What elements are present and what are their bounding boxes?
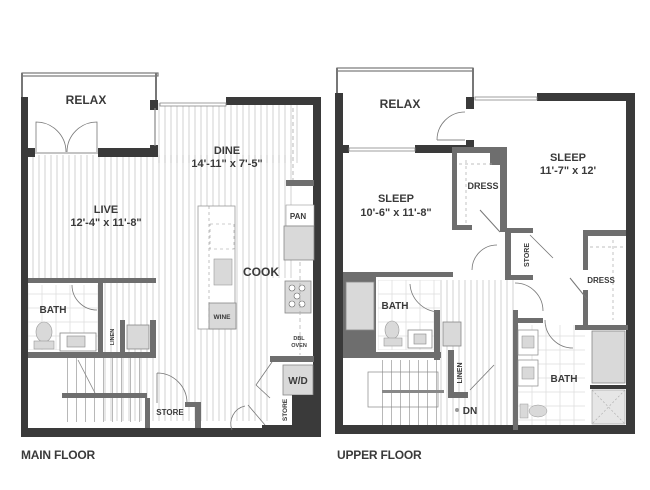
main-wine-label: WINE — [214, 314, 232, 321]
main-store-label: STORE — [156, 408, 184, 417]
main-bath-label: BATH — [39, 305, 66, 316]
main-dbl-oven-label-1: DBL — [293, 336, 305, 342]
upper-dress2-label: DRESS — [587, 276, 615, 285]
main-pantry-label: PAN — [290, 212, 307, 221]
upper-store-label: STORE — [524, 243, 531, 267]
main-dine-size: 14'-11" x 7'-5" — [191, 158, 262, 170]
main-dbl-oven-label-2: OVEN — [291, 343, 307, 349]
upper-sleep2-label: SLEEP — [550, 152, 586, 164]
main-live-label: LIVE — [94, 204, 118, 216]
main-relax-label: RELAX — [66, 93, 107, 107]
main-cook-label: COOK — [243, 265, 279, 279]
main-store2-label: STORE — [282, 398, 289, 421]
upper-floor-plan — [335, 67, 635, 434]
upper-bath2-label: BATH — [550, 374, 577, 385]
upper-linen-label: LINEN — [457, 363, 464, 384]
main-floor-plan — [21, 72, 321, 437]
main-wd-label: W/D — [288, 376, 307, 387]
main-live-size: 12'-4" x 11'-8" — [70, 217, 141, 229]
upper-sleep1-size: 10'-6" x 11'-8" — [360, 207, 431, 219]
upper-dress1-label: DRESS — [467, 181, 498, 191]
upper-sleep1-label: SLEEP — [378, 193, 414, 205]
upper-relax-label: RELAX — [380, 97, 421, 111]
upper-stairs-dn-label: DN — [463, 406, 477, 417]
upper-bath1-label: BATH — [381, 301, 408, 312]
upper-floor-label: UPPER FLOOR — [337, 448, 422, 462]
main-dine-label: DINE — [214, 145, 240, 157]
main-floor-label: MAIN FLOOR — [21, 448, 95, 462]
upper-sleep2-size: 11'-7" x 12' — [540, 165, 597, 177]
main-linen-label: LINEN — [110, 329, 116, 346]
